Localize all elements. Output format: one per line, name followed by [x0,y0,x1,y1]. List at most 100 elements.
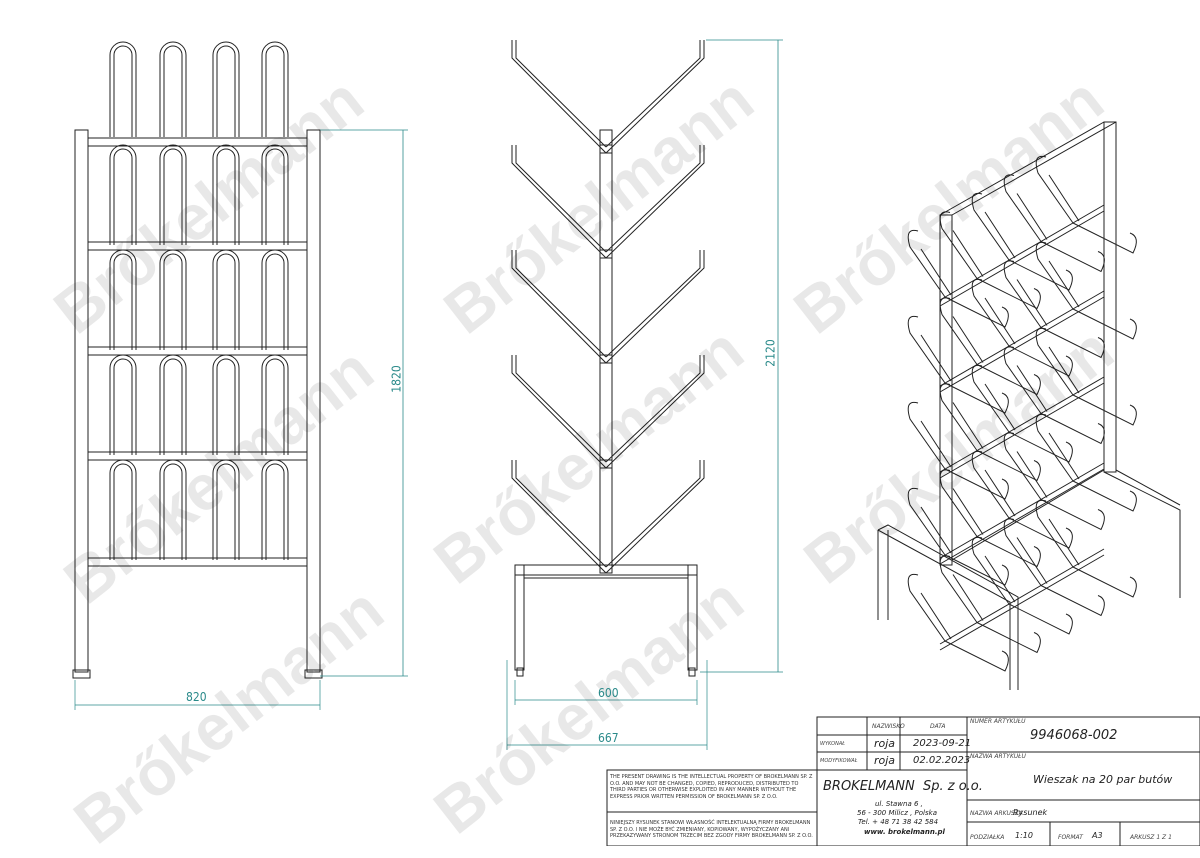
side-arm [515,460,607,568]
iso-hook [971,536,1016,605]
iso-hook [944,554,1009,586]
front-hook [261,249,289,350]
side-arm [605,355,701,463]
iso-hook [1035,155,1080,224]
front-left-post [74,129,89,673]
iso-hook [1040,499,1105,531]
front-hook [163,45,183,137]
made-by-name: roja [874,737,896,750]
iso-shelf [939,204,1105,307]
article-name-label: NAZWA ARTYKUŁU [970,753,1026,760]
front-hook [265,358,285,455]
iso-hook [1008,517,1073,549]
modified-label: MODYFIKOWAŁ [820,758,858,764]
format-label: FORMAT [1058,834,1083,841]
format: A3 [1092,831,1103,840]
iso-hook [1072,566,1137,598]
iso-hook [971,278,1016,347]
front-hook [163,148,183,245]
side-leg [514,564,525,671]
side-arm [605,250,705,364]
iso-hook [1072,480,1137,512]
dim-side-base-inner: 600 [598,686,619,700]
front-hook [159,354,187,455]
front-hook [216,45,236,137]
iso-hook [1035,241,1080,310]
front-hook [261,459,289,560]
front-hook [109,41,137,137]
article-number-label: NUMER ARTYKUŁU [970,718,1026,725]
iso-hook [1035,499,1080,568]
iso-hook [939,297,984,365]
front-hook [113,45,133,137]
iso-hook [1072,222,1137,254]
front-hook [163,253,183,350]
side-foot [516,667,524,677]
header-date: DATA [930,723,946,730]
iso-hook [1072,308,1137,340]
iso-hook [1040,327,1105,359]
iso-hook [939,383,984,451]
side-arm [605,250,701,358]
side-arm [511,145,607,259]
side-arm [511,460,607,574]
front-hook [212,249,240,350]
made-date: 2023-09-21 [913,738,972,749]
front-hook [163,463,183,560]
company-phone: Tel. + 48 71 38 42 584 [858,818,939,826]
front-hook [216,463,236,560]
side-bracket [599,249,613,259]
dim-side-height: 2120 [763,339,778,367]
iso-shelf [939,548,1105,651]
iso-shelf [939,290,1105,393]
iso-hook [939,211,984,279]
front-hook [113,463,133,560]
iso-hook [907,401,952,470]
modified-date: 02.02.2023 [913,755,971,766]
article-name: Wieszak na 20 par butów [1033,773,1173,786]
iso-hook [1040,413,1105,445]
front-right-post [306,129,321,673]
iso-shelf [939,462,1105,565]
side-arm [605,145,705,259]
iso-hook [1035,413,1080,482]
iso-lower-bar [951,469,1105,561]
side-arm [511,40,607,154]
dim-front-width: 820 [186,690,207,704]
iso-shelf [939,376,1105,479]
iso-post [1103,121,1117,473]
side-arm [605,460,701,568]
iso-hook [971,450,1016,519]
article-number: 9946068-002 [1030,728,1118,743]
iso-hook [976,536,1041,568]
front-hook [261,354,289,455]
company-website: www. brokelmann.pl [864,828,945,836]
front-hook [163,358,183,455]
front-hook [265,45,285,137]
front-hook [212,144,240,245]
company-name: BROKELMANN Sp. z o.o. [823,779,983,794]
sheet-name-label: NAZWA ARKUSZA [970,810,1023,817]
iso-hook [1008,259,1073,291]
iso-hook [907,229,952,298]
front-hook [212,354,240,455]
front-hook [109,459,137,560]
iso-hook [939,469,984,537]
front-hook [109,249,137,350]
front-hook [261,144,289,245]
side-arm [605,145,701,253]
header-name: NAZWISKO [872,723,905,730]
sheet-count: ARKUSZ 1 Z 1 [1130,834,1172,841]
iso-hook [1008,431,1073,463]
notice-block [606,769,818,846]
side-arm [511,250,607,364]
front-hook [265,148,285,245]
modified-name: roja [874,754,896,767]
side-arm [515,145,607,253]
iso-hook [1008,345,1073,377]
copyright-notice-pl: NINIEJSZY RYSUNEK STANOWI WŁASNOŚĆ INTEL… [610,820,813,839]
side-foot [688,667,696,677]
iso-hook [1040,585,1105,617]
iso-hook [944,382,1009,414]
